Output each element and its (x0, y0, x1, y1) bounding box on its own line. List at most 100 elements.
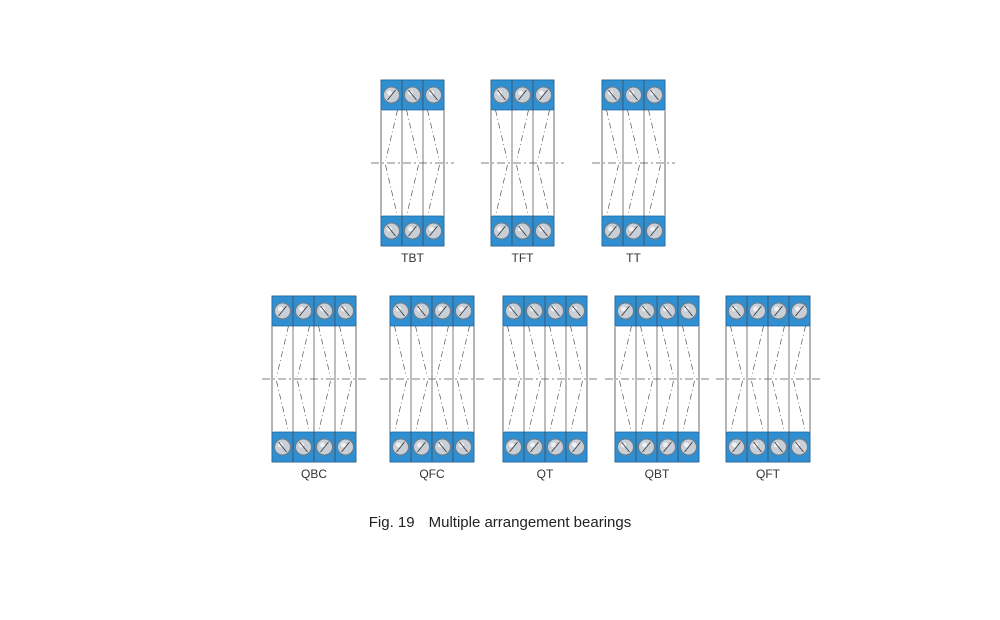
contact-line (537, 109, 550, 162)
ball-highlight (753, 306, 758, 312)
contact-line (619, 380, 632, 433)
contact-mark (387, 89, 396, 101)
contact-mark (551, 441, 560, 453)
ball-highlight (429, 226, 434, 232)
bearing-tft: TFT (481, 79, 564, 265)
bearing-label: QT (537, 467, 554, 481)
contact-line (793, 325, 806, 378)
contact-mark (608, 89, 617, 101)
contact-line (570, 325, 583, 378)
contact-line (640, 325, 653, 378)
contact-line (537, 164, 550, 217)
contact-mark (621, 441, 630, 453)
contact-line (339, 325, 352, 378)
bearing-label: TT (626, 251, 641, 265)
contact-mark (320, 305, 329, 317)
contact-line (339, 380, 352, 433)
ball-highlight (539, 90, 544, 96)
contact-line (385, 109, 398, 162)
bearing-qbc: QBC (262, 295, 366, 481)
contact-line (507, 325, 520, 378)
ball-highlight (396, 442, 401, 448)
contact-mark (408, 225, 417, 237)
contact-line (751, 380, 764, 433)
contact-line (427, 164, 440, 217)
contact-mark (341, 441, 350, 453)
bearing-label: TBT (401, 251, 424, 265)
contact-mark (408, 89, 417, 101)
contact-mark (621, 305, 630, 317)
contact-line (528, 325, 541, 378)
contact-line (318, 325, 331, 378)
contact-line (276, 325, 289, 378)
contact-mark (774, 305, 783, 317)
contact-mark (684, 441, 693, 453)
contact-mark (753, 441, 762, 453)
ball-highlight (387, 90, 392, 96)
contact-line (457, 380, 470, 433)
contact-mark (459, 305, 468, 317)
contact-mark (572, 305, 581, 317)
contact-mark (396, 441, 405, 453)
contact-mark (299, 305, 308, 317)
contact-line (549, 380, 562, 433)
contact-mark (539, 225, 548, 237)
contact-line (640, 380, 653, 433)
ball-highlight (408, 226, 413, 232)
contact-line (297, 325, 310, 378)
ball-highlight (621, 306, 626, 312)
ball-highlight (572, 442, 577, 448)
contact-line (772, 325, 785, 378)
contact-line (394, 325, 407, 378)
contact-line (570, 380, 583, 433)
contact-mark (539, 89, 548, 101)
contact-mark (663, 305, 672, 317)
contact-line (619, 325, 632, 378)
contact-mark (509, 305, 518, 317)
contact-mark (429, 89, 438, 101)
ball-highlight (629, 226, 634, 232)
contact-line (516, 109, 529, 162)
figure-number: Fig. 19 (368, 514, 415, 531)
contact-line (606, 164, 619, 217)
ball-highlight (459, 306, 464, 312)
contact-mark (732, 305, 741, 317)
contact-line (730, 380, 743, 433)
contact-line (528, 380, 541, 433)
bearing-label: QFC (419, 467, 445, 481)
contact-mark (795, 441, 804, 453)
contact-line (436, 325, 449, 378)
contact-mark (341, 305, 350, 317)
bearing-qfc: QFC (380, 295, 484, 481)
contact-mark (774, 441, 783, 453)
contact-mark (629, 89, 638, 101)
ball-highlight (509, 442, 514, 448)
contact-mark (438, 441, 447, 453)
ball-highlight (417, 442, 422, 448)
contact-line (495, 164, 508, 217)
contact-line (627, 164, 640, 217)
contact-line (415, 325, 428, 378)
ball-highlight (608, 226, 613, 232)
contact-line (436, 380, 449, 433)
ball-highlight (684, 442, 689, 448)
contact-mark (551, 305, 560, 317)
bearing-qbt: QBT (605, 295, 709, 481)
contact-mark (278, 441, 287, 453)
contact-line (661, 325, 674, 378)
contact-line (427, 109, 440, 162)
contact-line (772, 380, 785, 433)
contact-mark (608, 225, 617, 237)
contact-mark (438, 305, 447, 317)
ball-highlight (530, 442, 535, 448)
contact-line (276, 380, 289, 433)
contact-line (648, 164, 661, 217)
bearing-qt: QT (493, 295, 597, 481)
contact-mark (518, 89, 527, 101)
contact-line (507, 380, 520, 433)
contact-mark (530, 305, 539, 317)
contact-line (661, 380, 674, 433)
contact-mark (732, 441, 741, 453)
